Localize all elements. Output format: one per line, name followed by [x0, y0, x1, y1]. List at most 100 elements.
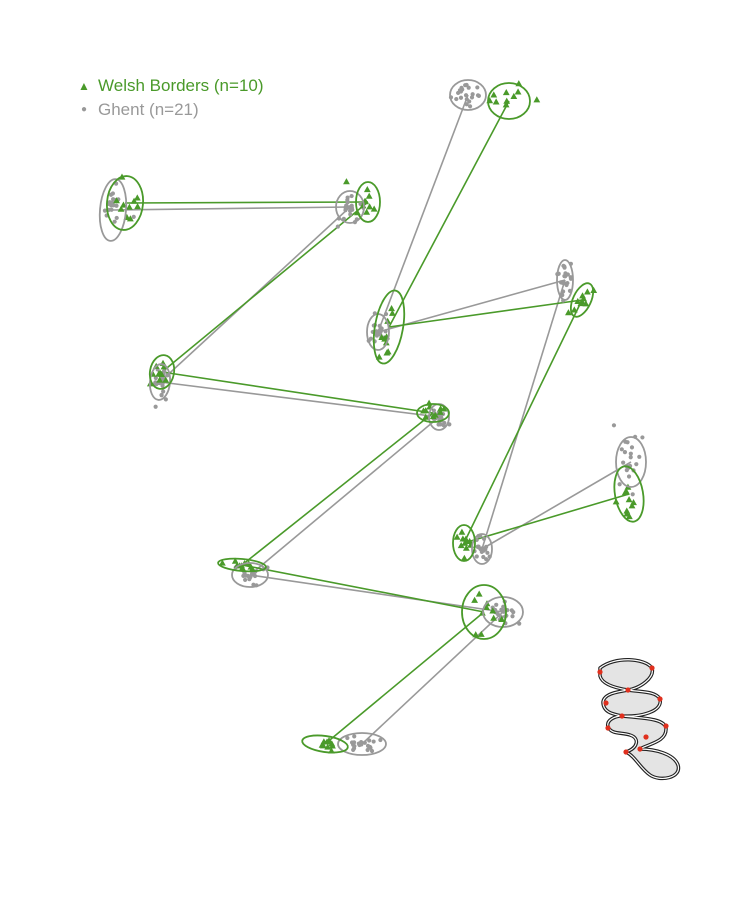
specimen-point [343, 178, 350, 185]
specimen-point [464, 97, 469, 102]
specimen-point [388, 309, 396, 316]
specimen-point [114, 215, 119, 221]
inset-landmarks [597, 665, 669, 755]
specimen-point [429, 413, 437, 420]
specimen-point [457, 541, 465, 549]
specimen-point [577, 299, 585, 307]
specimen-point [622, 450, 628, 455]
specimen-point [363, 186, 371, 193]
specimen-point [113, 197, 120, 204]
specimen-point [565, 309, 572, 316]
confidence-ellipse [487, 82, 531, 120]
specimen-point [490, 614, 498, 621]
specimen-point [460, 554, 468, 561]
specimen-point [163, 397, 168, 402]
specimen-point [533, 96, 541, 103]
inset-landmark-point [597, 669, 603, 675]
specimen-point [162, 369, 167, 374]
specimen-point [161, 389, 166, 394]
specimen-point [134, 203, 141, 210]
specimen-point [343, 206, 349, 211]
inset-outline-inner-line [599, 659, 679, 779]
specimen-point [454, 96, 459, 102]
specimen-point [503, 97, 511, 104]
specimen-point [625, 496, 633, 503]
triangle-marker-icon: ▲ [78, 79, 90, 93]
confidence-ellipse [148, 354, 176, 390]
specimen-point [481, 536, 487, 541]
specimen-point [494, 602, 499, 607]
specimen-point [462, 544, 470, 551]
specimen-point [345, 200, 350, 205]
specimen-point [388, 305, 395, 312]
connection-line [361, 611, 504, 745]
specimen-point [383, 311, 389, 317]
specimen-point [630, 492, 635, 497]
confidence-ellipse [355, 181, 381, 223]
specimen-point [621, 488, 629, 496]
specimen-point [490, 91, 498, 98]
specimen-point [356, 741, 361, 746]
specimen-point [474, 554, 479, 559]
specimen-point [437, 405, 444, 412]
connection-line [161, 371, 434, 414]
connection-line [388, 299, 583, 328]
specimen-point [109, 207, 114, 212]
specimen-point [510, 92, 518, 99]
specimen-point [378, 737, 383, 743]
specimen-point [384, 317, 392, 324]
specimen-point [464, 82, 469, 88]
specimen-point [461, 539, 469, 546]
confidence-ellipse [613, 465, 645, 523]
specimen-point [640, 435, 645, 440]
connection-line [481, 461, 632, 550]
confidence-ellipse [461, 584, 507, 640]
specimen-point [629, 445, 635, 450]
connection-line [463, 299, 583, 544]
specimen-point [218, 559, 226, 566]
inset-landmark-point [619, 713, 625, 719]
specimen-point [464, 102, 469, 107]
specimen-point [628, 455, 633, 460]
inset-landmark-point [643, 734, 649, 740]
specimen-point [370, 205, 378, 212]
specimen-point [574, 297, 582, 305]
confidence-ellipse [335, 190, 365, 224]
specimen-point [117, 205, 125, 212]
specimen-point [619, 447, 624, 452]
specimen-point [623, 507, 631, 514]
specimen-point [335, 224, 340, 229]
confidence-ellipse [337, 732, 387, 756]
connection-line [241, 564, 485, 613]
legend-label-welsh-borders: Welsh Borders (n=10) [98, 76, 264, 95]
specimen-point [621, 460, 626, 465]
specimen-point [367, 738, 372, 743]
chart-legend: ▲ Welsh Borders (n=10) ● Ghent (n=21) [70, 74, 264, 122]
confidence-ellipse [569, 282, 595, 318]
specimen-point [501, 609, 507, 614]
specimen-point [108, 192, 114, 197]
confidence-ellipse [416, 403, 450, 423]
specimen-point [563, 271, 568, 276]
connection-line [377, 279, 566, 333]
specimen-point [498, 615, 506, 622]
specimen-point [133, 194, 141, 201]
specimen-point [584, 288, 591, 295]
confidence-ellipse [452, 524, 476, 562]
specimen-point [458, 528, 466, 535]
specimen-point [436, 408, 444, 415]
specimen-point [514, 88, 522, 95]
inset-landmark-point [649, 665, 655, 671]
circle-marker-icon: ● [80, 104, 88, 115]
connection-line [481, 279, 566, 550]
specimen-point [562, 264, 567, 269]
specimen-point [431, 408, 437, 413]
specimen-point [365, 192, 373, 199]
inset-landmark-point [625, 687, 631, 693]
confidence-ellipse [615, 436, 647, 488]
specimen-point [126, 215, 134, 222]
specimen-point [162, 376, 170, 383]
specimen-point [617, 482, 622, 487]
connection-line [377, 94, 469, 333]
